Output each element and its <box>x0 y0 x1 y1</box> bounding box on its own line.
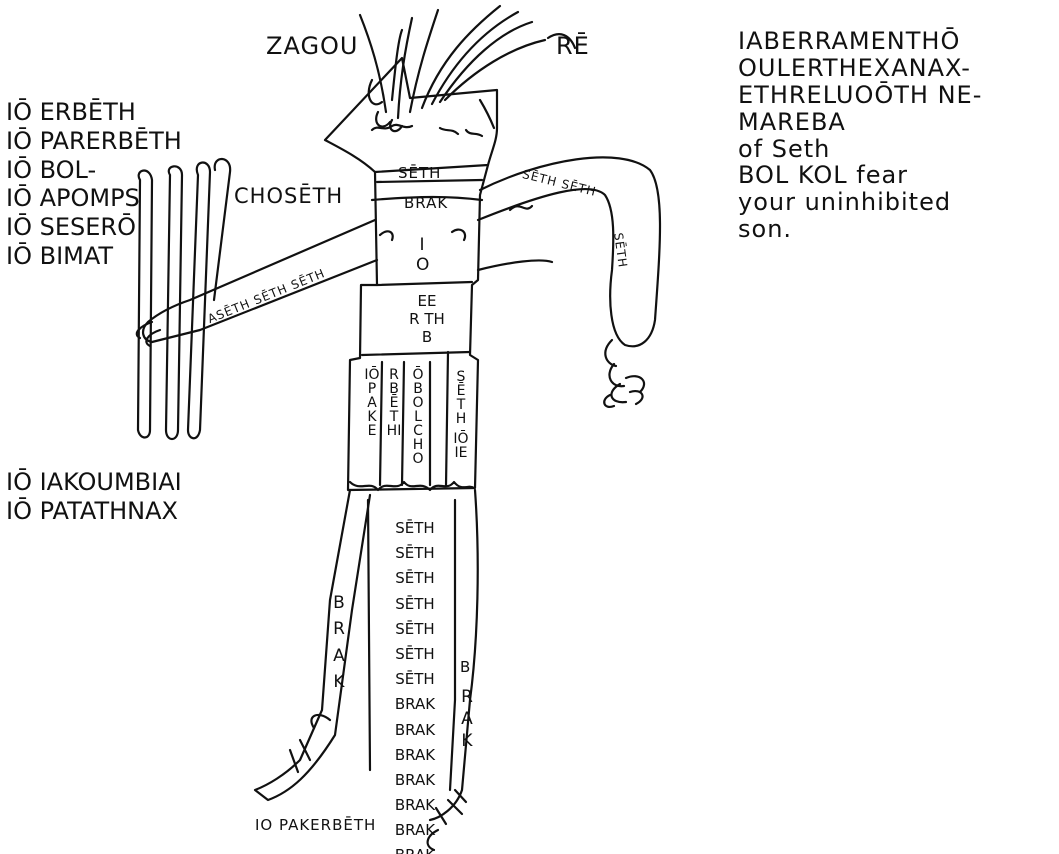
donkey-head <box>325 58 497 172</box>
leg-inscription-line: SĒTH SĒTH <box>374 566 456 616</box>
left-list-line: IŌ APOMPS <box>6 184 182 213</box>
spell-line: BOL KOL fear <box>738 162 1053 189</box>
right-leg-b: B <box>460 660 471 675</box>
lower-left-line: IŌ IAKOUMBIAI <box>6 468 182 497</box>
waist-line: R TH <box>400 310 454 328</box>
leg-inscription-line: BRAK <box>374 843 456 854</box>
spell-line: IABERRAMENTHŌ <box>738 28 1053 55</box>
bottom-label: IO PAKERBĒTH <box>255 818 376 833</box>
neck-inscription: SĒTH <box>398 166 441 181</box>
choseth-label: CHOSĒTH <box>234 186 343 207</box>
left-list-line: IŌ BOL- <box>6 156 182 185</box>
belly-column-3: ŌBOLCHO <box>410 368 426 466</box>
spell-line: son. <box>738 216 1053 243</box>
leg-inscription-line: SĒTH SĒTH <box>374 617 456 667</box>
spell-line: MAREBA <box>738 109 1053 136</box>
leg-inscription-line: BRAK BRAK <box>374 692 456 742</box>
left-list-line: IŌ SESERŌ <box>6 213 182 242</box>
leg-inscription-block: SĒTH SĒTH SĒTH SĒTH SĒTH SĒTH SĒTH BRAK … <box>374 516 456 854</box>
waist-inscription: EE R TH B <box>400 292 454 346</box>
hair-spikes <box>360 6 545 118</box>
belly-column-2: RBĒTHI <box>386 368 402 438</box>
right-leg-inscription: RAK <box>458 686 476 752</box>
waist-line: EE <box>400 292 454 310</box>
leg-inscription-line: SĒTH SĒTH <box>374 516 456 566</box>
zagou-label: ZAGOU <box>266 34 359 58</box>
chest-inscription: BRAK <box>404 196 448 211</box>
io-inscription: IO <box>416 236 428 275</box>
waist-line: B <box>400 328 454 346</box>
left-invocation-list: IŌ ERBĒTH IŌ PARERBĒTH IŌ BOL- IŌ APOMPS… <box>6 98 182 271</box>
left-list-line: IŌ ERBĒTH <box>6 98 182 127</box>
leg-inscription-line: SĒTH <box>374 667 456 692</box>
lower-left-invocation: IŌ IAKOUMBIAI IŌ PATATHNAX <box>6 468 182 526</box>
leg-inscription-line: BRAK BRAK <box>374 793 456 843</box>
left-list-line: IŌ BIMAT <box>6 242 182 271</box>
spell-line: ETHRELUOŌTH NE- <box>738 82 1053 109</box>
spell-line: of Seth <box>738 136 1053 163</box>
left-leg-inscription: BRAK <box>330 590 348 695</box>
belly-column-5: IŌIE <box>453 432 469 460</box>
belly-column-4: SĒTH <box>453 370 469 426</box>
left-list-line: IŌ PARERBĒTH <box>6 127 182 156</box>
re-label: RĒ <box>556 34 590 58</box>
spell-line: your uninhibited <box>738 189 1053 216</box>
lower-left-line: IŌ PATATHNAX <box>6 497 182 526</box>
spell-line: OULERTHEXANAX- <box>738 55 1053 82</box>
belly-column-1: IŌPAKE <box>364 368 380 438</box>
spell-text-block: IABERRAMENTHŌ OULERTHEXANAX- ETHRELUOŌTH… <box>738 28 1053 243</box>
leg-inscription-line: BRAK BRAK <box>374 743 456 793</box>
right-hand <box>604 340 644 407</box>
